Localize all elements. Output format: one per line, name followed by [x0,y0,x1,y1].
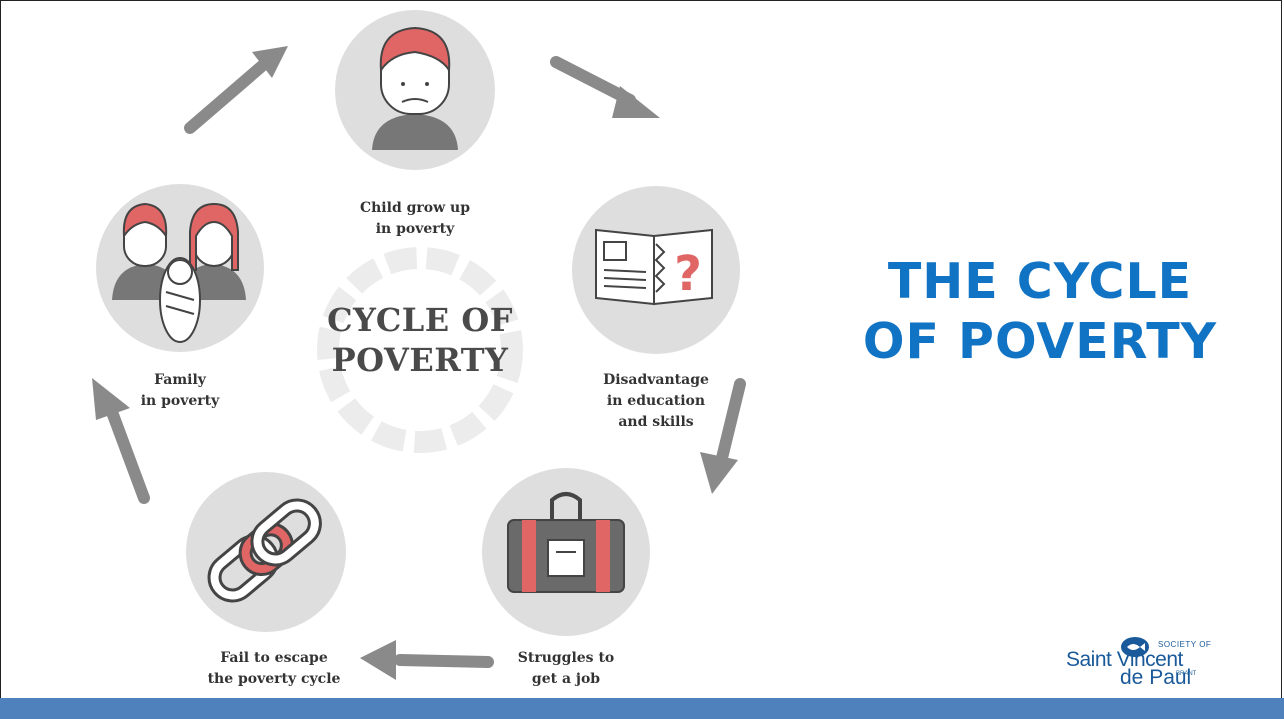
center-ring [317,247,523,453]
step-label-child: Child grow up in poverty [359,200,471,237]
arrow-escape-to-family [92,378,150,504]
slide-frame [0,0,1282,698]
step-escape-icon [186,472,346,632]
logo-main-text: Saint Vincent [1066,648,1183,671]
step-label-education: Disadvantage in education and skills [603,372,709,430]
arrow-child-to-education [550,56,660,118]
svdp-logo: SOCIETY OF Saint Vincent de Paul BRANT [1062,636,1242,692]
step-job-icon [482,468,650,636]
logo-small-text: SOCIETY OF [1158,640,1212,649]
step-label-escape: Fail to escape the poverty cycle [207,650,341,687]
logo-tag-text: BRANT [1176,671,1197,677]
step-education-icon: ? [572,186,740,354]
logo-fish-icon [1121,637,1149,657]
step-child-icon [335,10,495,170]
footer-band [0,698,1284,719]
arrow-job-to-escape [360,640,494,680]
step-label-family: Family in poverty [140,372,220,409]
arrow-education-to-job [700,378,746,494]
arrow-family-to-child [184,46,288,134]
logo-sub-text: de Paul [1120,666,1192,689]
cycle-arrows [92,46,746,680]
step-label-job: Struggles to get a job [517,650,615,687]
cycle-diagram: ? [92,10,746,680]
svg-text:?: ? [674,246,702,302]
slide-title: THE CYCLE OF POVERTY [862,253,1218,370]
step-family-icon [96,184,264,352]
diagram-center-title: CYCLE OF POVERTY [327,301,513,379]
